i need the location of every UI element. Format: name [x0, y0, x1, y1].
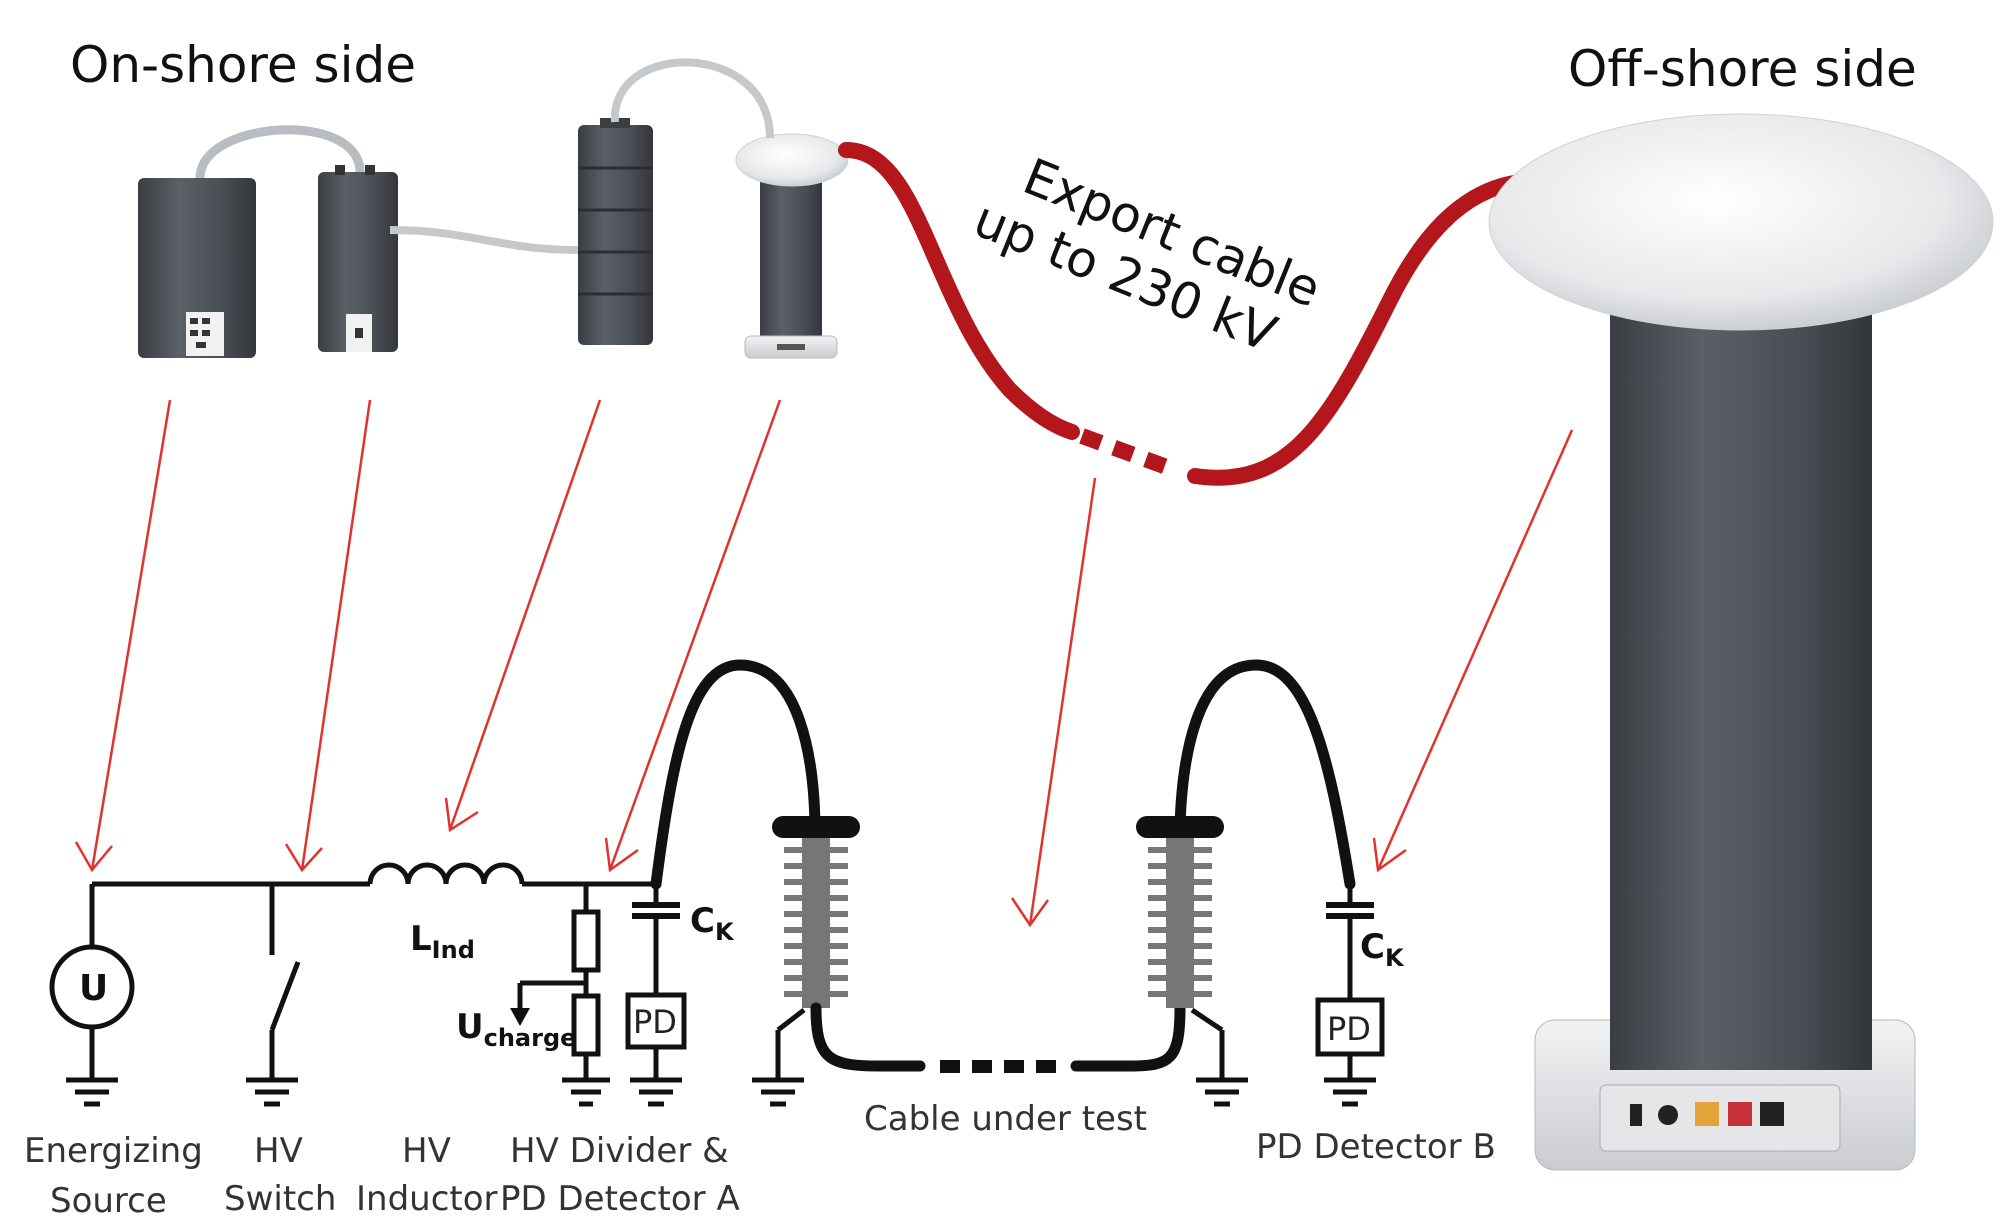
arrow-to-hv-divider	[604, 399, 782, 873]
cable-bottom-right	[1070, 1002, 1186, 1072]
arrow-to-cable-under-test	[1010, 477, 1097, 928]
arrow-to-hv-switch	[284, 399, 372, 873]
ground-termination-right	[1196, 1077, 1248, 1107]
charge-symbol-label: Ucharge	[456, 1007, 576, 1052]
label-energizing-line1: Energizing	[24, 1131, 203, 1171]
label-inductor-line1: HV	[402, 1131, 451, 1171]
termination-left-cap	[772, 816, 860, 838]
hose-inductor-divider	[610, 58, 774, 139]
label-cable-under-test: Cable under test	[864, 1099, 1147, 1139]
divider-upper-resistor	[571, 909, 601, 973]
arrow-to-energizing-source	[74, 399, 172, 873]
hv-switch-unit	[318, 165, 398, 352]
termination-left-insulator	[784, 838, 848, 1008]
ground-source	[66, 1077, 118, 1107]
cable-loop-left	[650, 659, 821, 890]
export-cable-right	[1187, 174, 1528, 486]
divider-lower-resistor	[571, 993, 601, 1057]
cable-bottom-left	[810, 1002, 926, 1072]
offshore-heading: Off-shore side	[1568, 40, 1917, 98]
source-symbol-label: U	[79, 968, 108, 1009]
export-cable-gap	[1079, 428, 1178, 478]
label-inductor-line2: Inductor	[356, 1179, 498, 1219]
coupling-cap-b-label: CK	[1360, 927, 1405, 972]
label-divider-line2: PD Detector A	[500, 1179, 740, 1219]
ground-pd-b	[1324, 1077, 1376, 1107]
label-divider-line1: HV Divider &	[510, 1131, 729, 1171]
export-cable-caption: Export cable up to 230 kV	[966, 147, 1328, 363]
coupling-cap-a-label: CK	[690, 901, 735, 946]
label-pd-detector-b: PD Detector B	[1256, 1127, 1496, 1167]
cable-break-dashes	[940, 1060, 1056, 1073]
circuit-schematic: U LInd Ucharge	[49, 659, 1405, 1107]
hv-inductor-unit	[578, 118, 653, 345]
inductor-coil	[367, 862, 525, 885]
cable-loop-right	[1174, 659, 1356, 890]
inductor-symbol-label: LInd	[410, 919, 475, 964]
termination-right-insulator	[1148, 838, 1212, 1008]
offshore-terminal-unit	[1488, 113, 1994, 1171]
ground-pd-a	[630, 1077, 682, 1107]
ground-switch	[246, 1077, 298, 1107]
charge-output-arrow	[510, 1008, 530, 1026]
energizing-source-unit	[138, 178, 256, 358]
pd-detector-a-label: PD	[633, 1003, 677, 1041]
hv-divider-unit	[735, 133, 849, 359]
hose-source-switch	[195, 125, 365, 179]
hose-switch-inductor	[389, 226, 579, 254]
annotation-arrows	[74, 399, 1574, 928]
label-switch-line1: HV	[254, 1131, 303, 1171]
export-cable-left	[838, 142, 1080, 440]
onshore-heading: On-shore side	[70, 36, 416, 94]
switch-blade	[269, 961, 301, 1031]
arrow-to-pd-detector-b	[1372, 429, 1574, 873]
label-switch-line2: Switch	[224, 1179, 336, 1219]
label-energizing-line2: Source	[50, 1181, 167, 1221]
component-labels: Energizing Source HV Switch HV Inductor …	[24, 1099, 1496, 1221]
ground-divider	[562, 1077, 610, 1107]
pd-detector-b-label: PD	[1327, 1010, 1371, 1048]
equipment-illustration	[138, 58, 1994, 1171]
ground-termination-left	[752, 1077, 804, 1107]
arrow-to-hv-inductor	[444, 399, 602, 833]
